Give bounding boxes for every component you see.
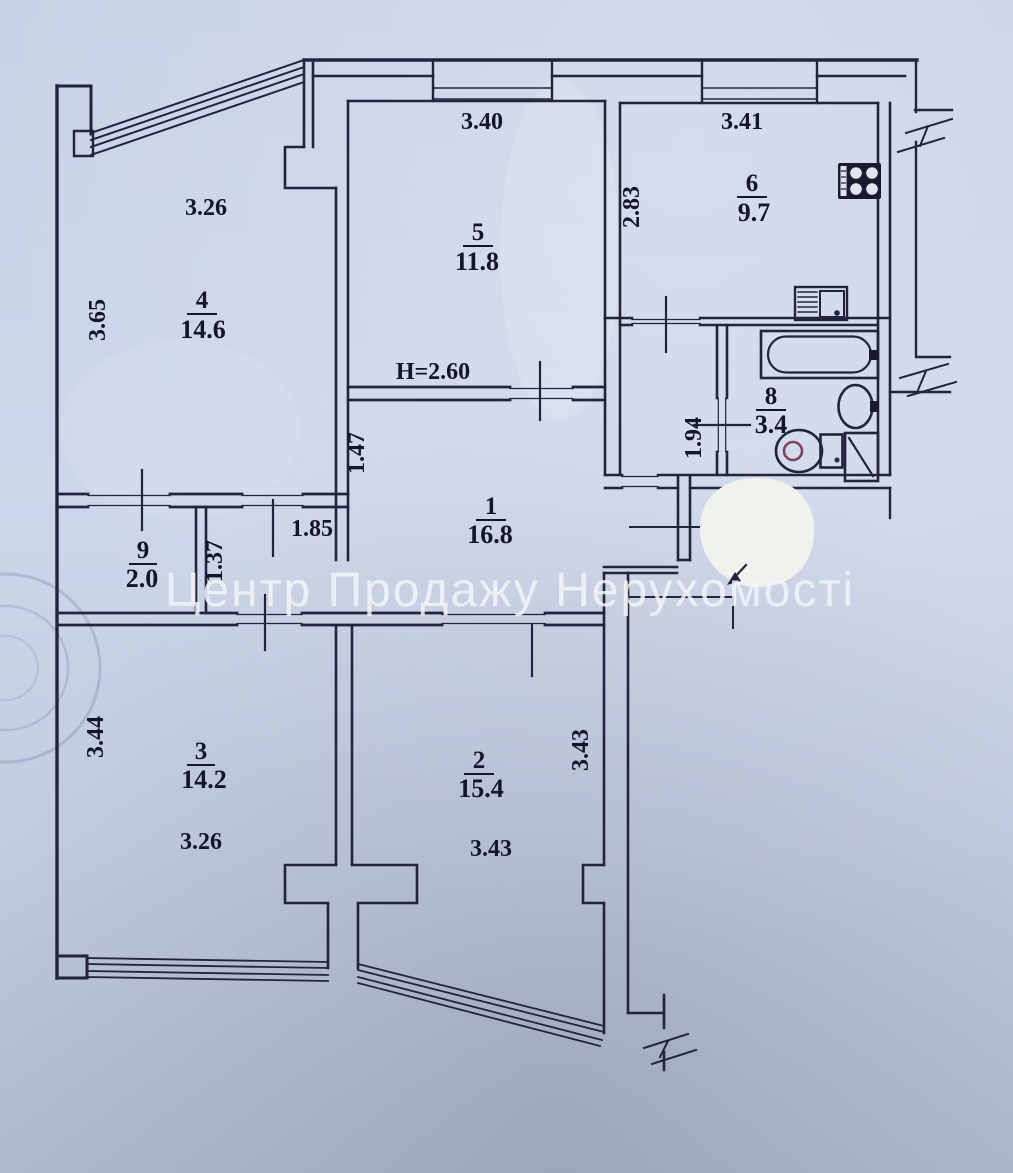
washbasin-icon: [837, 383, 879, 430]
dim-room6-height: 2.83: [619, 186, 645, 228]
dim-lobby: 1.94: [681, 417, 707, 459]
stamp-watermark-arcs: [0, 572, 102, 764]
dim-room3-height: 3.44: [83, 716, 109, 758]
room-9-label: 9 2.0: [126, 537, 159, 593]
dim-room3-width: 3.26: [180, 829, 222, 855]
svg-text:8: 8: [765, 383, 778, 410]
svg-text:11.8: 11.8: [455, 247, 499, 276]
stove-icon: [838, 163, 881, 199]
room-labels: 4 14.6 5 11.8 6 9.7 8 3.4 1 16.8 9 2.0: [126, 170, 788, 803]
window-post: [72, 129, 95, 158]
entrance-arrow-icon: [727, 563, 748, 585]
window-room5: [431, 58, 554, 103]
sink-icon: [793, 285, 849, 322]
dim-room4-width: 3.26: [185, 195, 227, 221]
dimension-labels: 3.26 3.65 3.40 3.41 2.83 H=2.60 1.47 1.9…: [83, 109, 763, 862]
svg-text:16.8: 16.8: [467, 520, 513, 549]
dim-closet: 1.37: [202, 540, 228, 582]
svg-text:2: 2: [473, 747, 486, 774]
ceiling-height-note: H=2.60: [396, 359, 470, 385]
dim-room6-width: 3.41: [721, 109, 763, 135]
svg-text:14.6: 14.6: [180, 315, 226, 344]
dim-room4-height: 3.65: [85, 299, 111, 341]
window-room2: [356, 962, 606, 1048]
svg-text:3: 3: [195, 738, 208, 765]
walls: [55, 58, 958, 1072]
wall-break-icon: [898, 362, 958, 398]
svg-text:2.0: 2.0: [126, 564, 159, 593]
erased-area: [699, 477, 815, 588]
room-4-label: 4 14.6: [180, 287, 226, 344]
room-6-label: 6 9.7: [737, 170, 770, 227]
dim-room5-width: 3.40: [461, 109, 503, 135]
shower-tray-icon: [843, 431, 880, 483]
svg-text:6: 6: [746, 170, 759, 197]
room-5-label: 5 11.8: [455, 219, 499, 276]
watermark: Центр Продажу Нерухомості: [165, 564, 855, 617]
wall-break-icon: [642, 1032, 698, 1066]
room-2-label: 2 15.4: [458, 747, 504, 803]
window-room3: [86, 957, 329, 982]
dim-room2-height: 3.43: [568, 729, 594, 771]
svg-text:5: 5: [472, 219, 485, 246]
dim-hall-arm: 1.47: [344, 432, 370, 474]
dim-room2-width: 3.43: [470, 836, 512, 862]
wall-break-icon: [896, 117, 954, 154]
svg-text:1: 1: [485, 493, 498, 520]
bathtub-icon: [759, 329, 880, 380]
svg-text:14.2: 14.2: [181, 765, 227, 794]
svg-text:15.4: 15.4: [458, 774, 504, 803]
svg-text:4: 4: [196, 287, 209, 314]
window-room6: [700, 58, 819, 105]
room-8-label: 8 3.4: [755, 383, 788, 439]
toilet-icon: [774, 428, 844, 474]
room-3-label: 3 14.2: [181, 738, 227, 794]
svg-text:9.7: 9.7: [738, 198, 771, 227]
svg-text:3.4: 3.4: [755, 410, 788, 439]
room-1-label: 1 16.8: [467, 493, 513, 549]
dim-vestibule: 1.85: [291, 516, 333, 542]
svg-text:9: 9: [137, 537, 150, 564]
